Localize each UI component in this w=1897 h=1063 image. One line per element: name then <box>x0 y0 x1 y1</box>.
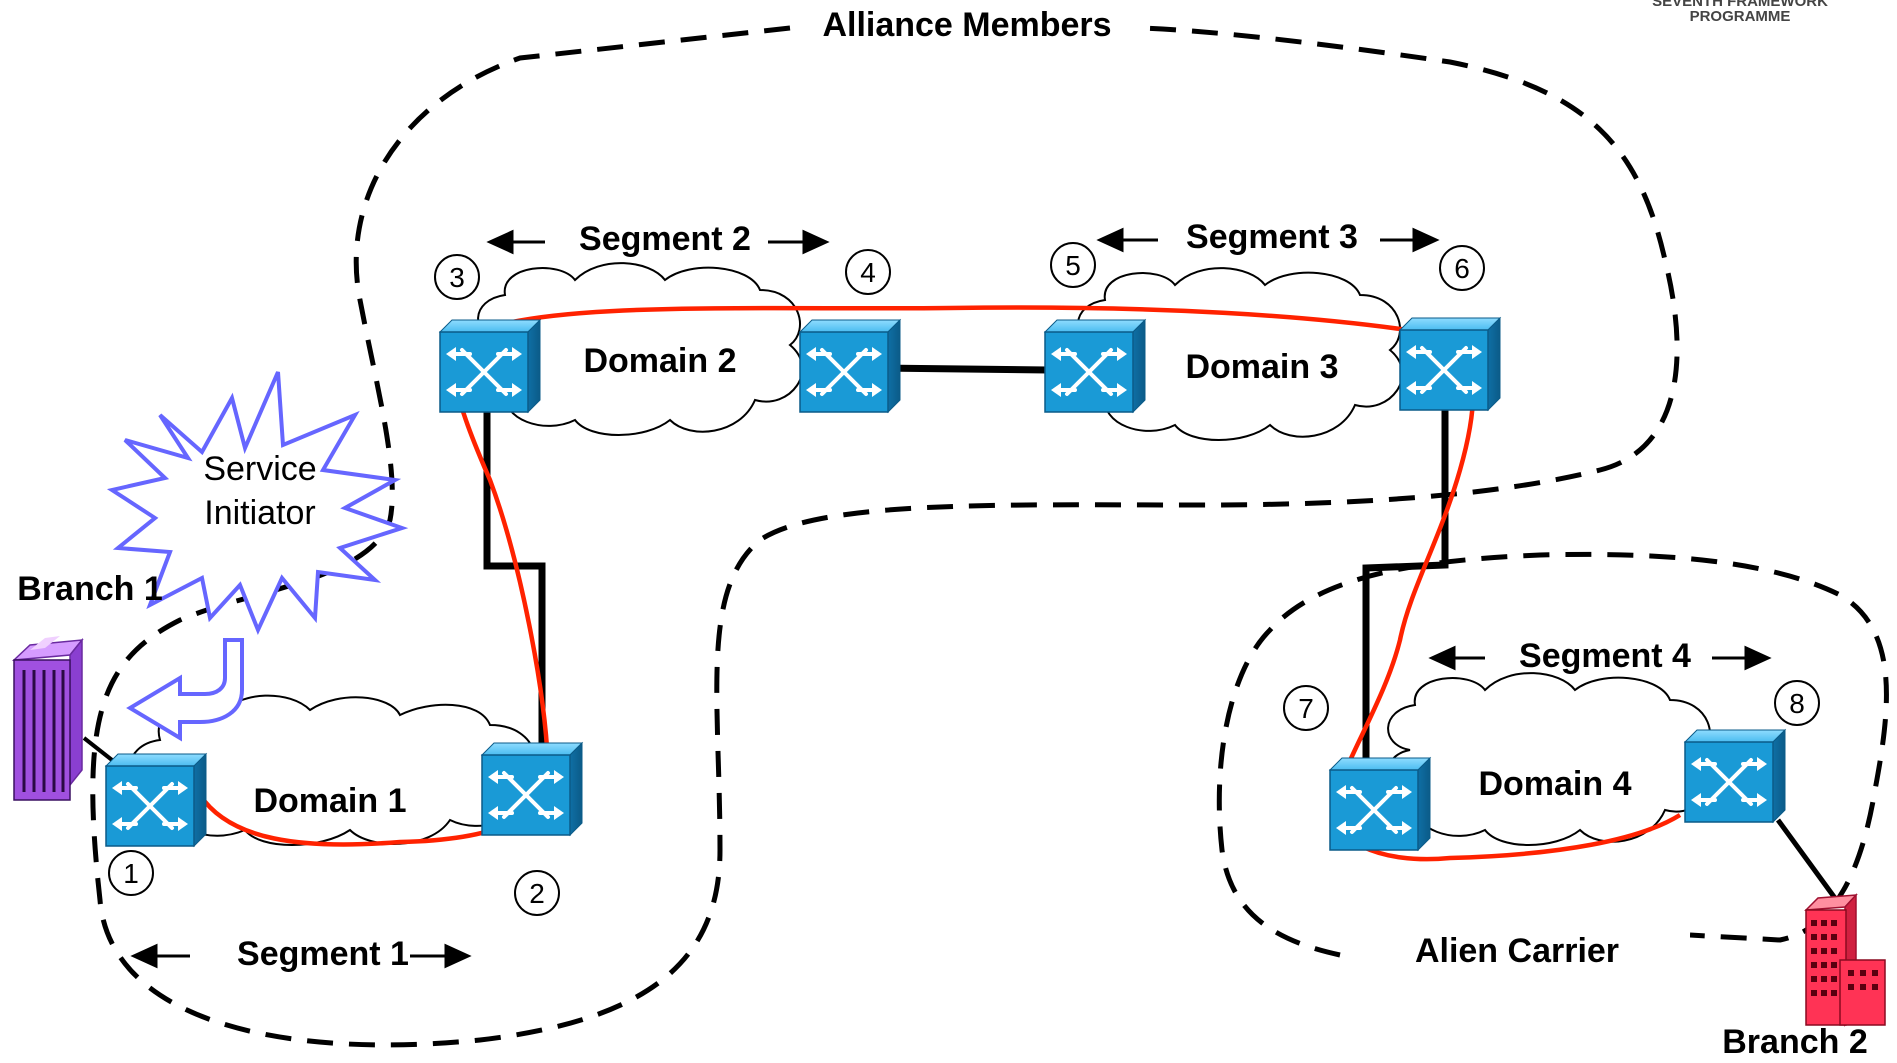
link-branch1-1 <box>82 736 114 762</box>
link-6-7 <box>1362 400 1449 765</box>
segment-label-1: Segment 1 <box>237 935 409 973</box>
switch-node-5[interactable] <box>1043 318 1147 414</box>
branch-2-building[interactable] <box>1804 893 1886 1027</box>
alien-carrier-label: Alien Carrier <box>1415 932 1619 970</box>
alien-carrier-boundary <box>1216 551 1889 958</box>
segment-arrows <box>130 227 1772 969</box>
logo-line-2: PROGRAMME <box>1690 8 1791 25</box>
node-label-4: 4 <box>860 257 876 288</box>
switch-node-3[interactable] <box>438 318 542 414</box>
domain-labels: Domain 1 Domain 2 Domain 3 Domain 4 <box>253 342 1631 820</box>
domain-label-4: Domain 4 <box>1478 765 1631 803</box>
switch-node-1[interactable] <box>104 752 208 848</box>
switch-node-8[interactable] <box>1683 728 1787 824</box>
link-3-2 <box>483 400 546 760</box>
branch-1-building[interactable] <box>11 636 84 801</box>
node-label-5: 5 <box>1065 250 1081 281</box>
initiator-arrow <box>126 638 244 742</box>
domain-label-1: Domain 1 <box>253 782 406 820</box>
node-label-8: 8 <box>1789 688 1805 719</box>
fp7-logo: SEVENTH FRAMEWORK PROGRAMME <box>1652 0 1828 25</box>
alliance-members-label: Alliance Members <box>822 6 1111 44</box>
segment-labels: Segment 1 Segment 2 Segment 3 Segment 4 <box>237 218 1691 973</box>
link-8-branch2 <box>1775 818 1843 907</box>
alien-title-backdrop <box>1345 930 1690 976</box>
node-label-2: 2 <box>529 878 545 909</box>
cloud-domain-4 <box>1385 672 1714 846</box>
node-label-7: 7 <box>1298 693 1314 724</box>
link-4-5 <box>879 364 1049 374</box>
switch-node-4[interactable] <box>798 318 902 414</box>
node-labels: 1 2 3 4 5 6 7 8 <box>123 250 1805 909</box>
branch-1-label: Branch 1 <box>17 570 163 608</box>
alliance-title-backdrop <box>800 4 1140 50</box>
cloud-domain-2 <box>475 262 804 436</box>
node-label-6: 6 <box>1454 253 1470 284</box>
switch-node-6[interactable] <box>1398 316 1502 412</box>
domain-label-3: Domain 3 <box>1185 348 1338 386</box>
alliance-boundary <box>90 25 1680 1048</box>
service-initiator-line-2: Initiator <box>204 494 316 532</box>
logo-line-1: SEVENTH FRAMEWORK <box>1652 0 1828 10</box>
segment-label-4: Segment 4 <box>1519 637 1691 675</box>
domain-label-2: Domain 2 <box>583 342 736 380</box>
group-boundaries <box>90 25 1889 1048</box>
segment-label-3: Segment 3 <box>1186 218 1358 256</box>
node-label-1: 1 <box>123 858 139 889</box>
branch-2-label: Branch 2 <box>1722 1023 1868 1061</box>
service-initiator-burst <box>106 371 409 636</box>
switch-node-2[interactable] <box>480 741 584 837</box>
node-markers <box>108 242 1820 916</box>
service-initiator-line-1: Service <box>203 450 316 488</box>
node-label-3: 3 <box>449 262 465 293</box>
segment-label-2: Segment 2 <box>579 220 751 258</box>
switch-node-7[interactable] <box>1328 756 1432 852</box>
